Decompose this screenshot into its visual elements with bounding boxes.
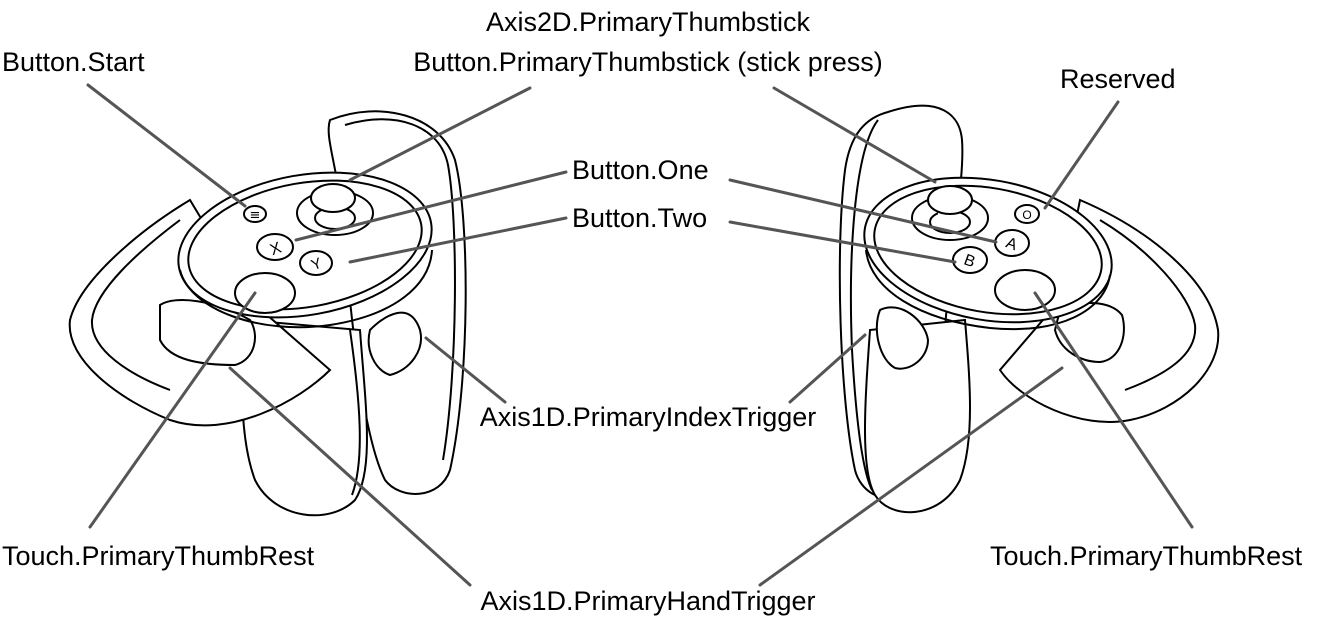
left-thumbstick <box>310 183 356 213</box>
left-button-y <box>299 250 333 276</box>
right-index-trigger <box>875 306 930 370</box>
label-axis1d-primary-index-trigger: Axis1D.PrimaryIndexTrigger <box>479 402 817 432</box>
left-button-menu <box>243 205 267 223</box>
leader-left-hand-trigger <box>228 366 472 587</box>
right-grip <box>864 318 971 514</box>
left-controller <box>68 110 467 517</box>
left-button-x <box>256 233 294 261</box>
leader-right-index-trigger <box>788 333 867 404</box>
label-button-one: Button.One <box>572 155 709 185</box>
right-thumbstick <box>927 185 973 215</box>
right-thumb-rest <box>994 269 1056 311</box>
label-axis2d-primary-thumbstick: Axis2D.PrimaryThumbstick <box>485 7 811 37</box>
label-button-start: Button.Start <box>2 47 145 77</box>
leader-lines <box>86 83 1194 587</box>
label-button-two: Button.Two <box>572 203 708 233</box>
leader-right-button-two <box>728 220 957 264</box>
left-thumb-rest <box>234 272 296 314</box>
label-touch-primary-thumb-rest-right: Touch.PrimaryThumbRest <box>990 541 1303 571</box>
leader-left-index-trigger <box>424 336 507 404</box>
right-button-oculus-glyph: O <box>1022 208 1031 222</box>
leader-left-button-two <box>348 216 568 264</box>
left-index-trigger <box>367 311 422 377</box>
right-button-b <box>952 246 988 274</box>
label-reserved: Reserved <box>1060 64 1176 94</box>
right-button-oculus <box>1014 204 1040 224</box>
leader-button-start <box>86 83 247 208</box>
leader-right-thumbstick <box>772 86 937 184</box>
leader-right-hand-trigger <box>758 366 1064 587</box>
leader-left-thumb-rest <box>88 291 257 529</box>
left-button-menu-glyph: ≡ <box>250 208 261 223</box>
right-controller <box>838 104 1220 514</box>
label-touch-primary-thumb-rest-left: Touch.PrimaryThumbRest <box>2 541 315 571</box>
label-axis1d-primary-hand-trigger: Axis1D.PrimaryHandTrigger <box>480 586 816 616</box>
leader-reserved <box>1043 100 1120 210</box>
leader-left-button-one <box>294 170 568 242</box>
label-button-primary-thumbstick: Button.PrimaryThumbstick (stick press) <box>413 47 883 77</box>
leader-right-button-one <box>728 178 998 244</box>
leader-left-thumbstick <box>348 86 532 182</box>
leader-right-thumb-rest <box>1033 291 1194 529</box>
